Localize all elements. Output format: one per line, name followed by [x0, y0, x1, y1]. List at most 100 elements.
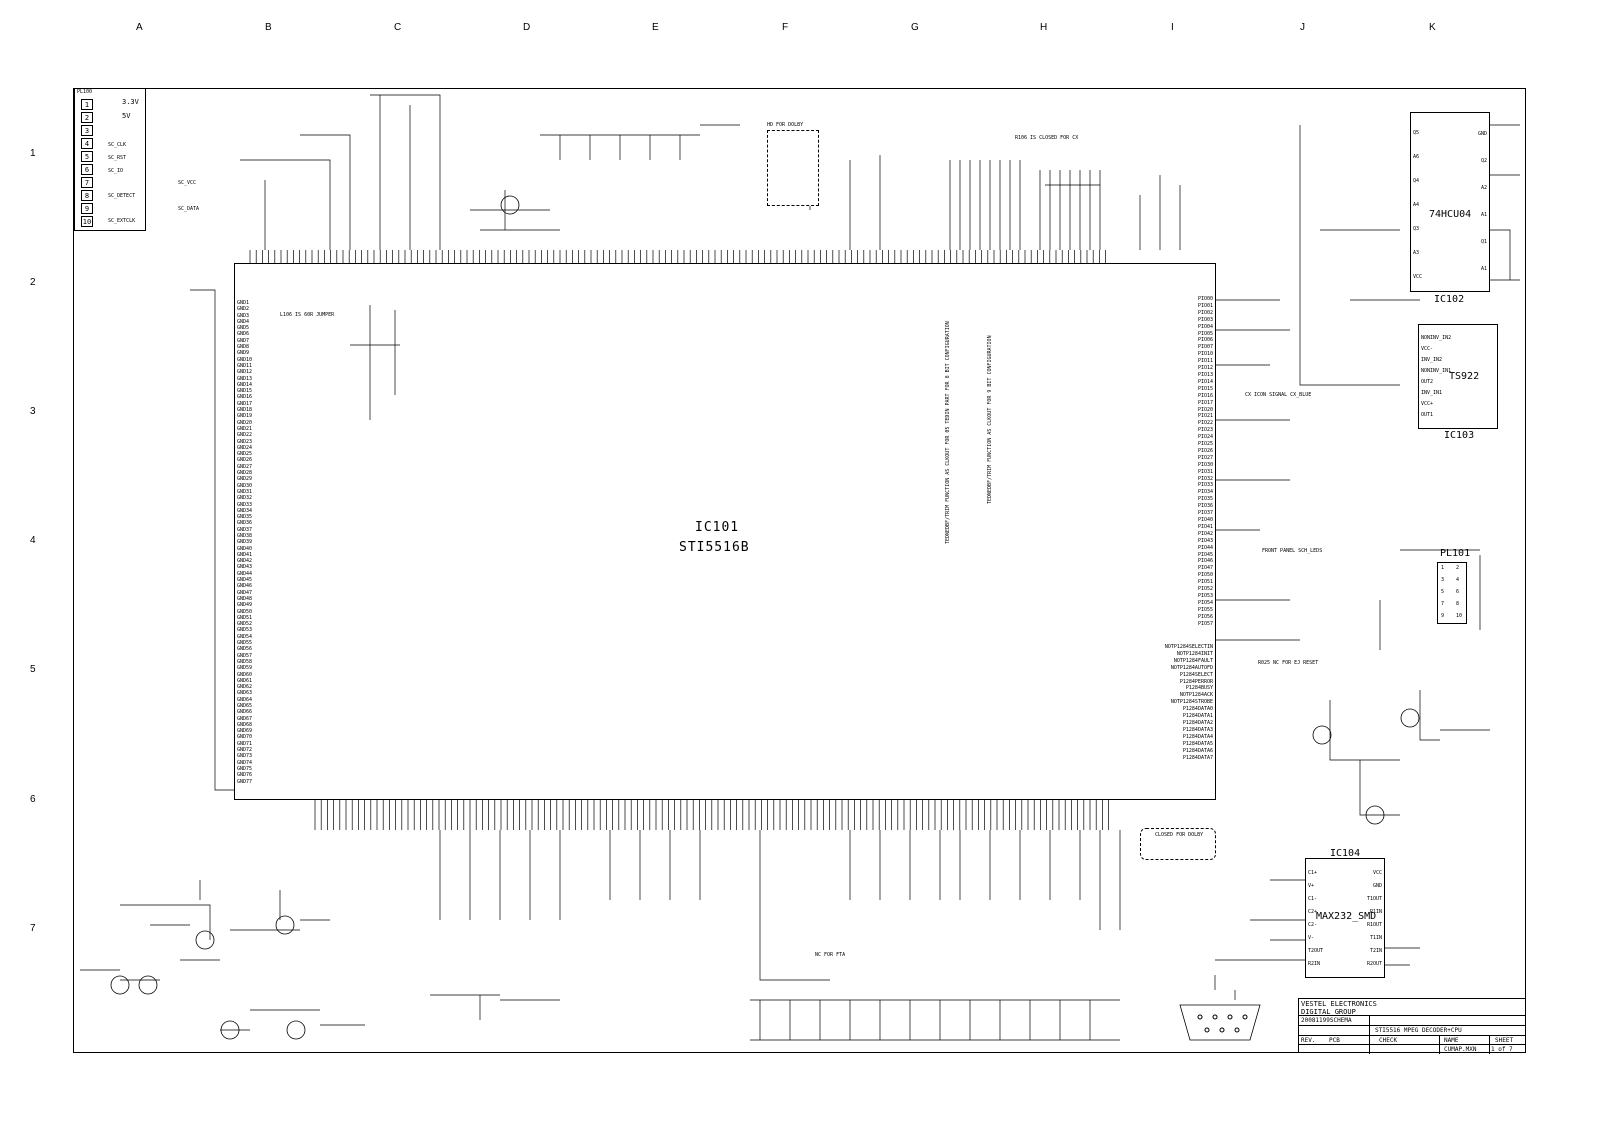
ic102-pin-label: A1	[1480, 212, 1487, 218]
dolby-option-box	[767, 130, 819, 206]
schematic-frame	[73, 88, 1526, 1053]
pl100-pin: 1	[81, 99, 93, 110]
gnd-pin-label: GND40	[237, 545, 253, 552]
ic102-ref: IC102	[1434, 294, 1465, 305]
p1284-pin-label: NOTP1284STROBE	[1170, 699, 1213, 706]
ic102-pin-label: Q4	[1413, 178, 1420, 184]
p1284-pin-label: P1284DATA7	[1182, 754, 1213, 761]
pl101-pin: 6	[1456, 589, 1460, 595]
grid-col-label: F	[782, 22, 789, 33]
grid-col-label: A	[136, 22, 143, 33]
gnd-pin-label: GND1	[237, 300, 250, 306]
gnd-pin-label: GND8	[237, 344, 250, 351]
ic102-pin-label: VCC	[1413, 274, 1423, 280]
pio-pin-label: PIO40	[1197, 517, 1213, 523]
ic104-pin-label: V+	[1308, 883, 1315, 889]
ic102-pin-label: Q1	[1480, 239, 1487, 245]
gnd-pin-label: GND70	[237, 734, 253, 741]
ic103-pin-label: OUT2	[1421, 379, 1434, 385]
ic104-pin-label: R1IN	[1369, 909, 1382, 915]
gnd-pin-label: GND76	[237, 772, 253, 779]
pio-pin-label: PIO50	[1197, 572, 1213, 579]
pl100-net-label: SC_VCC	[178, 180, 197, 186]
ic104-pin-label: T2OUT	[1308, 948, 1324, 954]
ic102-pin-label: Q5	[1413, 130, 1420, 136]
pio-pin-label: PIO55	[1197, 606, 1213, 613]
pio-pin-label: PIO35	[1197, 496, 1213, 503]
ic102-pin-label: GND	[1477, 131, 1487, 137]
hdr-check: CHECK	[1379, 1037, 1398, 1044]
pio-pin-label: PIO03	[1197, 316, 1213, 323]
pio-pin-label: PIO04	[1197, 323, 1213, 330]
ic102-pin-label: Q2	[1480, 158, 1487, 164]
gnd-pin-label: GND18	[237, 407, 253, 414]
pio-pin-label: PIO02	[1197, 309, 1213, 316]
hdr-name: NAME	[1444, 1037, 1459, 1044]
pio-pin-label: PIO33	[1197, 482, 1213, 489]
ic104-pin-label: R1OUT	[1366, 922, 1382, 928]
ic102-pin-label: A3	[1413, 250, 1420, 256]
p1284-pin-label: NOTP1284ACK	[1179, 692, 1213, 699]
pl100-pin: 6	[81, 164, 93, 175]
pio-pin-label: PIO07	[1197, 344, 1213, 351]
hdr-pcb: PCB	[1329, 1037, 1340, 1044]
front-panel-note: FRONT PANEL SCH_LEDS	[1262, 548, 1323, 554]
pio-pin-label: PIO26	[1197, 447, 1213, 454]
pio-pin-label: PIO17	[1197, 399, 1213, 406]
gnd-pin-label: GND20	[237, 419, 253, 426]
gnd-pin-label: GND21	[237, 425, 253, 432]
ic103-pin-label: VCC+	[1421, 401, 1434, 407]
gnd-pin-label: GND69	[237, 728, 253, 735]
pl100-ref: PL100	[77, 89, 93, 95]
pl100-pin: 3	[81, 125, 93, 136]
pl100-pin: 10	[81, 216, 93, 227]
ic103-pin-label: NONINV_IN2	[1421, 335, 1452, 341]
pl101-pin: 5	[1441, 589, 1445, 595]
pio-pin-label: PIO36	[1197, 503, 1213, 510]
gnd-pin-label: GND13	[237, 375, 253, 382]
gnd-pin-label: GND31	[237, 488, 253, 495]
sheet-of: 1 of 7	[1491, 1046, 1513, 1053]
pl100-pin: 2	[81, 112, 93, 123]
gnd-pin-label: GND34	[237, 507, 253, 514]
gnd-pin-label: GND68	[237, 721, 253, 728]
pl100-pin: 8	[81, 190, 93, 201]
r106-note: R106 IS CLOSED FOR CX	[1015, 135, 1079, 141]
gnd-pin-label: GND37	[237, 526, 253, 533]
grid-row-label: 5	[30, 664, 36, 675]
grid-col-label: E	[652, 22, 659, 33]
sheet-label: SHEET	[1495, 1037, 1514, 1044]
r025-note: R025 NC FOR EJ RESET	[1258, 660, 1319, 666]
pio-pin-label: PIO51	[1197, 579, 1213, 586]
gnd-pin-label: GND54	[237, 633, 253, 640]
pl100-net-label: SC_DETECT	[108, 193, 136, 199]
pio-pin-label: PIO22	[1197, 420, 1213, 427]
ic104-pin-label: V-	[1308, 935, 1315, 941]
pio-pin-label: PIO13	[1197, 371, 1213, 378]
p1284-pin-label: P1284DATA0	[1182, 706, 1213, 713]
gnd-pin-label: GND35	[237, 514, 253, 521]
pio-pin-label: PIO57	[1197, 620, 1213, 627]
pl100-net-label: SC_CLK	[108, 142, 127, 148]
pio-pin-label: PIO54	[1197, 599, 1213, 606]
p1284-pin-label: P1284DATA6	[1182, 747, 1213, 754]
gnd-pin-label: GND74	[237, 759, 253, 766]
pio-pin-label: PIO20	[1197, 406, 1213, 413]
pio-pin-label: PIO00	[1197, 296, 1213, 302]
ic103-pin-label: OUT1	[1421, 412, 1434, 418]
pio-pin-label: PIO44	[1197, 544, 1213, 551]
ic101-part: STI5516B	[679, 540, 750, 555]
gnd-pin-label: GND55	[237, 640, 253, 647]
pl101-pin: 7	[1441, 601, 1445, 607]
pl100-pin: 9	[81, 203, 93, 214]
gnd-pin-label: GND16	[237, 394, 253, 401]
gnd-pin-label: GND77	[237, 778, 253, 785]
gnd-pin-label: GND41	[237, 551, 253, 558]
